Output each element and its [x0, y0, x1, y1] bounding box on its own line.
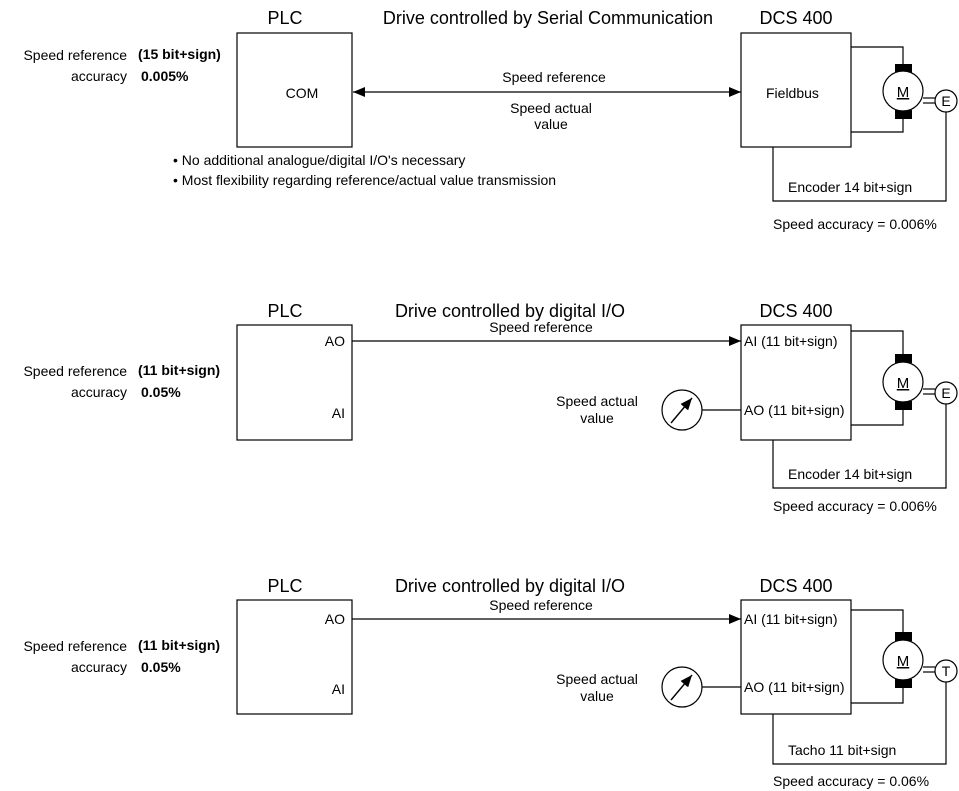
bullet-item: • Most flexibility regarding reference/a… [173, 172, 556, 188]
dcs-fieldbus-port: Fieldbus [766, 85, 819, 101]
motor-icon [882, 639, 924, 681]
dcs-box [740, 32, 852, 148]
motor-symbol: M [897, 375, 910, 392]
meter-label-line-2: value [580, 410, 614, 426]
link-speed-reference: Speed reference [502, 69, 606, 85]
section-digital-io-tacho: PLC Drive controlled by digital I/O DCS … [23, 576, 958, 789]
dcs-ai-port: AI (11 bit+sign) [744, 333, 838, 349]
dcs-box [740, 599, 852, 715]
motor-brush-top [895, 64, 912, 73]
motor-brush-top [895, 354, 912, 363]
motor-brush-bottom [895, 679, 912, 688]
section-digital-io-encoder: PLC Drive controlled by digital I/O DCS … [23, 301, 958, 514]
section-title: Drive controlled by digital I/O [395, 301, 625, 321]
bullet-item: • No additional analogue/digital I/O's n… [173, 152, 465, 168]
meter-label-line-1: Speed actual [556, 393, 638, 409]
speed-accuracy-label: Speed accuracy = 0.006% [773, 498, 937, 514]
feedback-device-letter: E [941, 385, 950, 401]
motor-supply-wire [851, 330, 904, 355]
accuracy-value: 0.005% [141, 68, 189, 84]
motor-return-wire [851, 686, 904, 704]
resolution-value: (11 bit+sign) [138, 637, 220, 653]
plc-box [236, 32, 353, 148]
feedback-label: Encoder 14 bit+sign [788, 466, 912, 482]
resolution-value: (11 bit+sign) [138, 362, 220, 378]
feedback-wire [772, 682, 947, 765]
feedback-device-letter: T [942, 663, 951, 679]
plc-box [236, 324, 353, 441]
speed-reference-label: Speed reference [23, 363, 127, 379]
motor-symbol: M [897, 84, 910, 101]
link-speed-reference: Speed reference [489, 319, 593, 335]
meter-needle [670, 397, 693, 424]
feedback-device-letter: E [941, 93, 950, 109]
motor-supply-wire [851, 609, 904, 633]
plc-ao-port: AO [325, 611, 345, 627]
plc-com-port: COM [286, 85, 319, 101]
plc-ai-port: AI [332, 681, 345, 697]
motor-symbol: M [897, 653, 910, 670]
motor-brush-bottom [895, 110, 912, 119]
accuracy-label: accuracy [71, 659, 127, 675]
dcs-ao-port: AO (11 bit+sign) [744, 679, 845, 695]
feedback-wire [772, 404, 947, 489]
motor-return-wire [851, 115, 904, 133]
speed-reference-label: Speed reference [23, 638, 127, 654]
accuracy-label: accuracy [71, 384, 127, 400]
dcs-box [740, 324, 852, 441]
plc-box [236, 599, 353, 715]
motor-icon [882, 70, 924, 112]
plc-label: PLC [267, 576, 302, 596]
speed-accuracy-label: Speed accuracy = 0.06% [773, 773, 929, 789]
dcs-label: DCS 400 [759, 301, 832, 321]
accuracy-label: accuracy [71, 68, 127, 84]
dcs-label: DCS 400 [759, 8, 832, 28]
motor-brush-bottom [895, 401, 912, 410]
meter-needle [670, 674, 693, 701]
motor-icon [882, 361, 924, 403]
dcs-ao-port: AO (11 bit+sign) [744, 402, 845, 418]
section-serial-communication: PLC Drive controlled by Serial Communica… [23, 8, 958, 232]
motor-brush-top [895, 632, 912, 641]
link-speed-reference: Speed reference [489, 597, 593, 613]
speed-accuracy-label: Speed accuracy = 0.006% [773, 216, 937, 232]
resolution-value: (15 bit+sign) [138, 46, 221, 62]
dcs-ai-port: AI (11 bit+sign) [744, 611, 838, 627]
link-speed-actual-value: value [534, 116, 568, 132]
dcs-label: DCS 400 [759, 576, 832, 596]
section-title: Drive controlled by digital I/O [395, 576, 625, 596]
plc-ai-port: AI [332, 405, 345, 421]
motor-supply-wire [851, 46, 904, 67]
meter-label-line-1: Speed actual [556, 671, 638, 687]
accuracy-value: 0.05% [141, 384, 181, 400]
accuracy-value: 0.05% [141, 659, 181, 675]
link-speed-actual: Speed actual [510, 100, 592, 116]
section-title: Drive controlled by Serial Communication [383, 8, 713, 28]
motor-return-wire [851, 408, 904, 426]
plc-ao-port: AO [325, 333, 345, 349]
meter-label-line-2: value [580, 688, 614, 704]
feedback-label: Encoder 14 bit+sign [788, 179, 912, 195]
feedback-wire [772, 112, 947, 202]
feedback-label: Tacho 11 bit+sign [788, 742, 896, 758]
speed-reference-label: Speed reference [23, 47, 127, 63]
plc-label: PLC [267, 8, 302, 28]
plc-label: PLC [267, 301, 302, 321]
